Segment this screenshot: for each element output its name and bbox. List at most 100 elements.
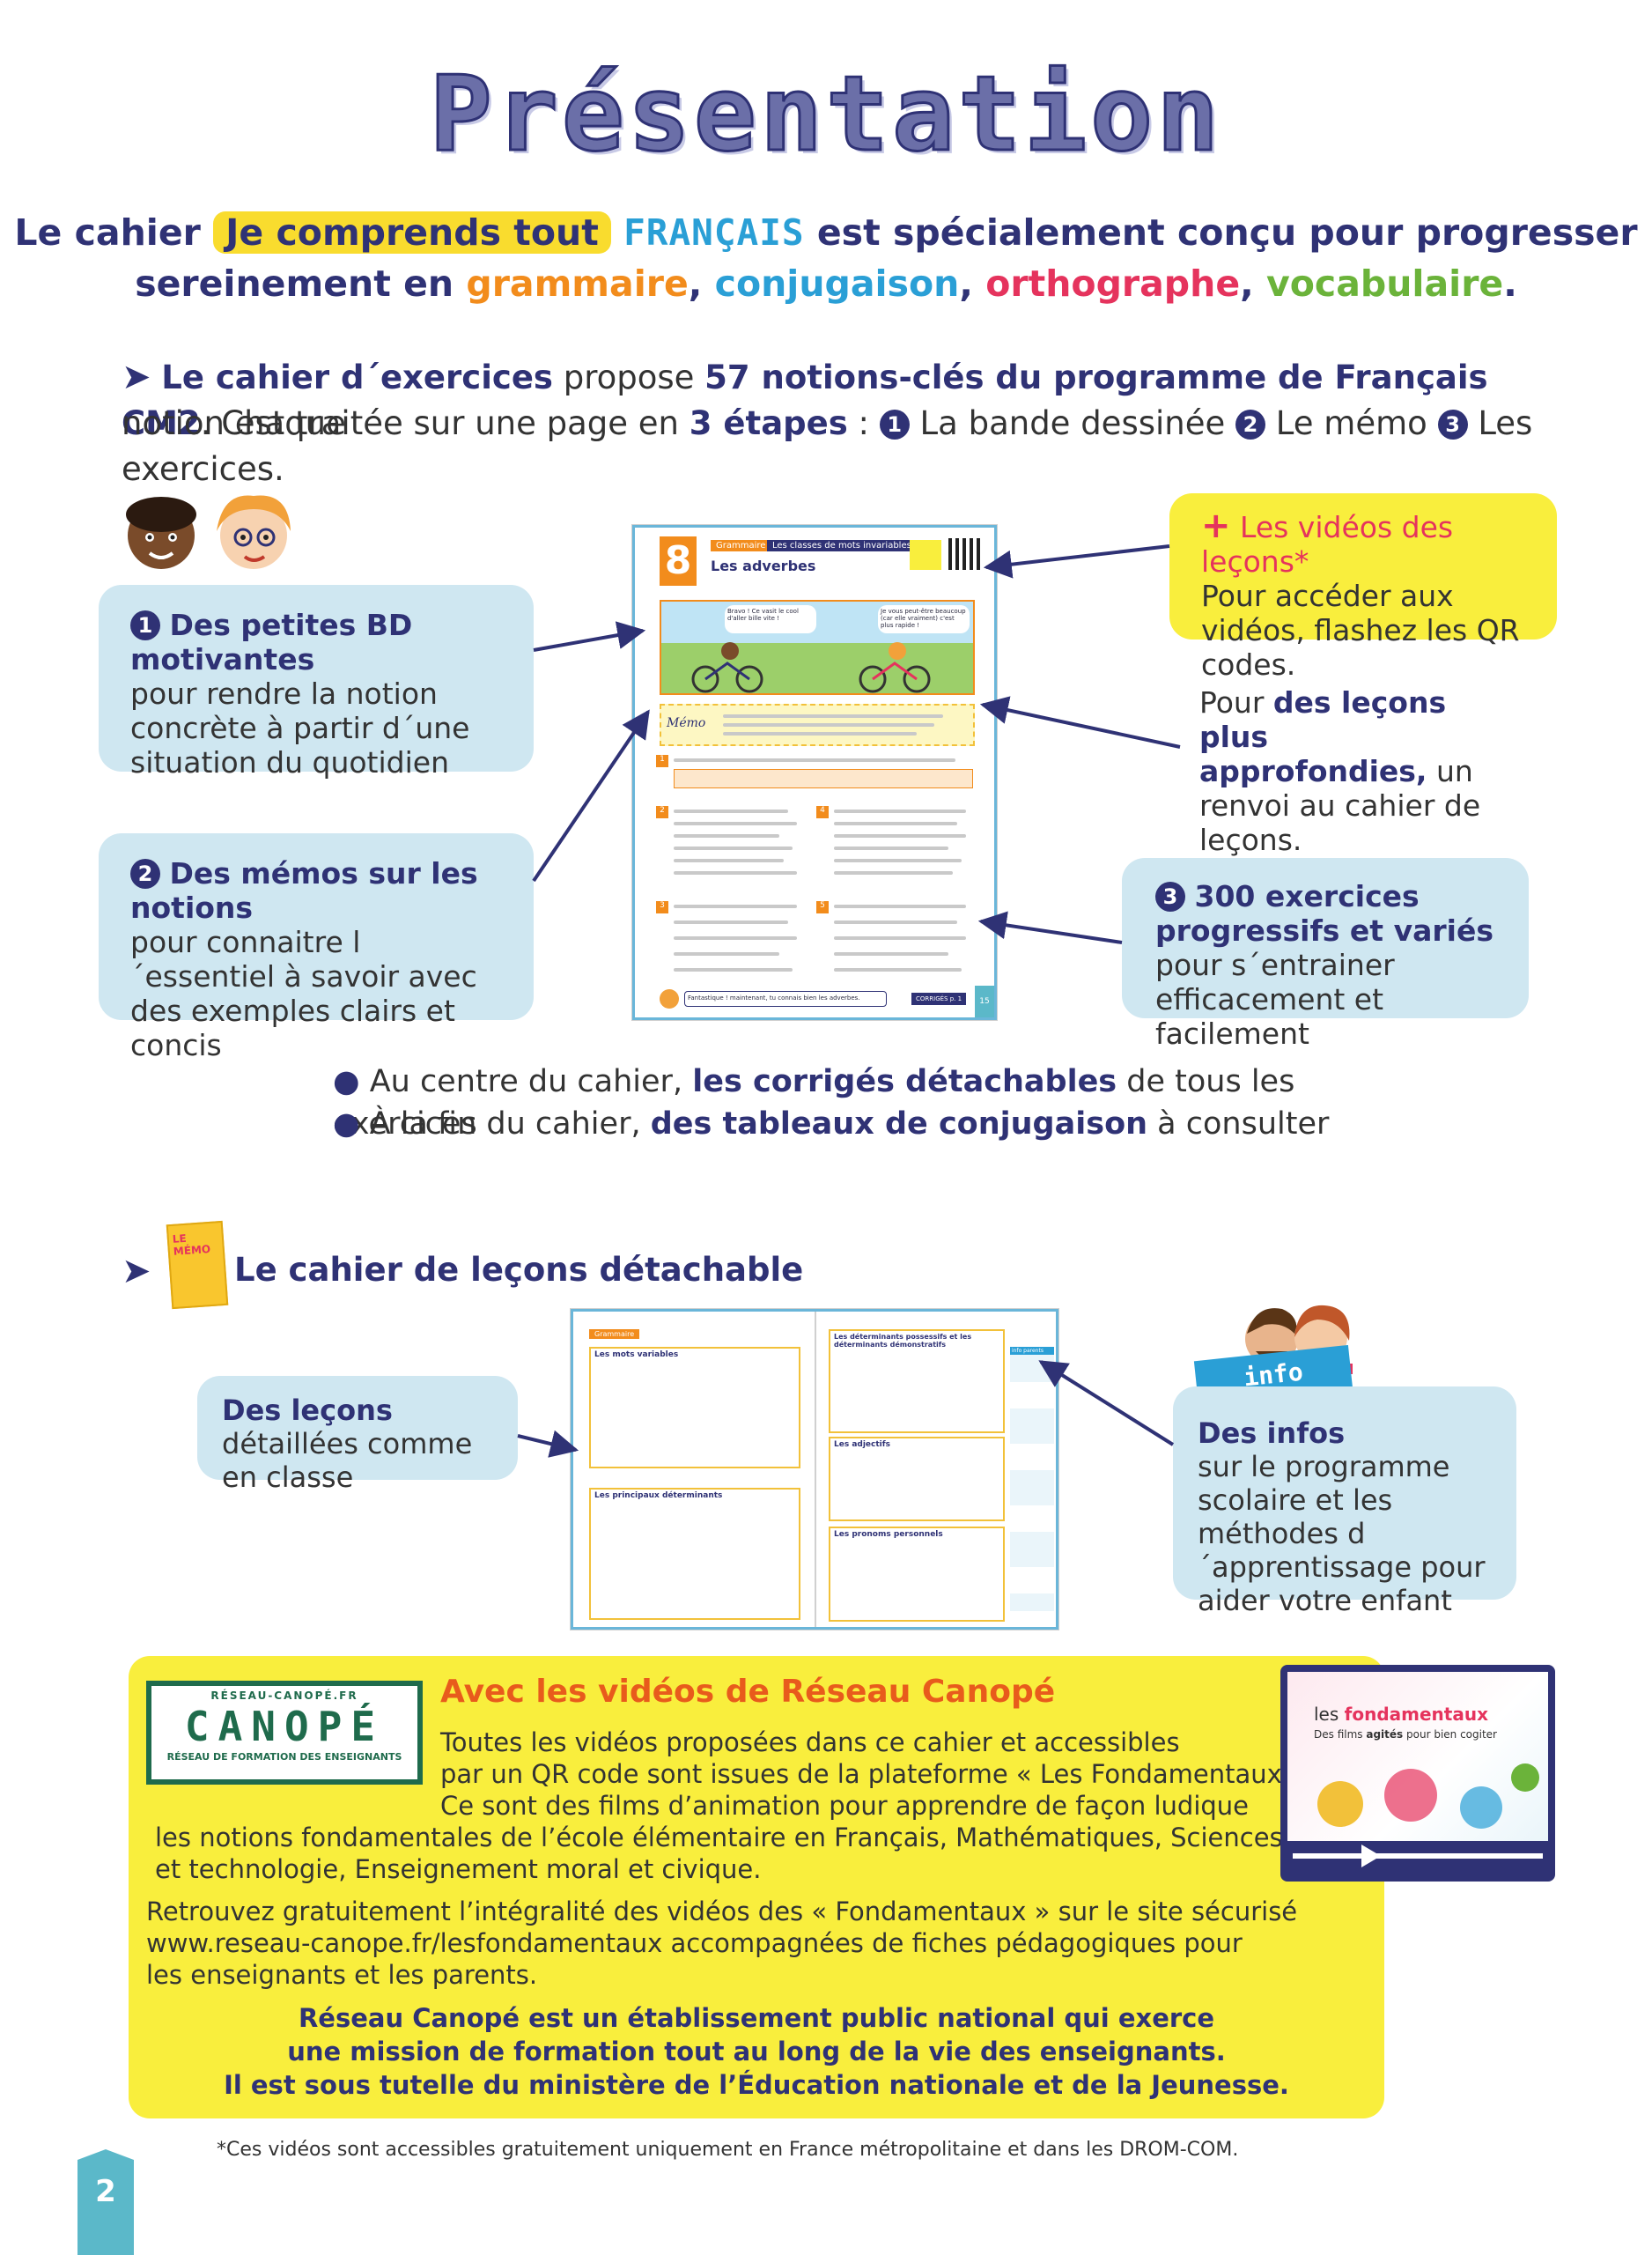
text: de tous les exercices — [333, 1064, 1295, 1142]
step-number-badge: 2 — [1235, 410, 1266, 440]
exercise-number: 4 — [816, 806, 829, 818]
bullet-corriges: ● Au centre du cahier, les corrigés déta… — [333, 1061, 1390, 1145]
statement-line: une mission de formation tout au long de… — [287, 2037, 1226, 2066]
bold-text: les corrigés détachables — [692, 1064, 1117, 1099]
bold-text: 3 étapes — [689, 404, 848, 442]
keyword-orthographe: orthographe — [985, 262, 1241, 305]
bold-text: 57 notions-clés du programme de Français… — [122, 359, 1488, 442]
step-label: Le mémo — [1275, 404, 1427, 442]
callout-bd: 1 Des petites BD motivantes pour rendre … — [99, 585, 534, 780]
bold-text: des tableaux de conjugaison — [650, 1106, 1148, 1142]
text: Pour — [1199, 685, 1265, 720]
canope-statement: Réseau Canopé est un établissement publi… — [129, 2001, 1384, 2102]
lesson-number: 8 — [660, 536, 697, 586]
lesson-box: Les pronoms personnels — [829, 1527, 1005, 1622]
callout-info-parents: Des infos sur le programme scolaire et l… — [1173, 1386, 1516, 1617]
page-title: Présentation — [428, 52, 1223, 176]
lesson-heading: Les pronoms personnels — [834, 1530, 943, 1539]
callout-videos: + Les vidéos des leçons* Pour accéder au… — [1169, 493, 1557, 682]
canope-p1-line4: les notions fondamentales de l’école élé… — [155, 1822, 1283, 1852]
video-thumbnail: les fondamentaux Des films agités pour b… — [1287, 1672, 1548, 1841]
kids-illustration — [126, 495, 291, 569]
lesson-box: Les mots variables — [589, 1347, 800, 1468]
exercise-table — [674, 769, 973, 788]
bold-text: agités — [1366, 1728, 1404, 1741]
callout-text: pour rendre la notion concrète à partir … — [130, 676, 470, 780]
text: Des films — [1314, 1728, 1363, 1741]
bold-text: des leçons plus approfondies, — [1199, 685, 1447, 788]
keyword-grammaire: grammaire — [466, 262, 689, 305]
exercise-number: 2 — [656, 806, 668, 818]
intro-line-1: Le cahier Je comprends tout FRANÇAIS est… — [0, 211, 1652, 254]
keyword-conjugaison: conjugaison — [714, 262, 960, 305]
canope-p2-line2: www.reseau-canope.fr/lesfondamentaux acc… — [146, 1928, 1243, 1958]
logo-top-text: RÉSEAU-CANOPÉ.FR — [210, 1689, 358, 1702]
canope-p1-line3: Ce sont des films d’animation pour appre… — [440, 1791, 1250, 1821]
canope-logo: RÉSEAU-CANOPÉ.FR CANOPÉ RÉSEAU DE FORMAT… — [146, 1681, 423, 1785]
qr-code-icon — [948, 538, 980, 570]
lesson-heading: Les principaux déterminants — [594, 1491, 723, 1500]
logo-main-text: CANOPÉ — [184, 1703, 385, 1750]
canope-heading: Avec les vidéos de Réseau Canopé — [440, 1674, 1056, 1710]
arrow-bullet-icon: ➤ — [122, 357, 151, 397]
callout-text: détaillées comme en classe — [222, 1427, 473, 1494]
lesson-heading: Les adjectifs — [834, 1440, 891, 1449]
text: : — [858, 404, 869, 442]
play-icon[interactable] — [1361, 1845, 1381, 1867]
step-number-badge: 2 — [130, 859, 160, 889]
logo-sub-text: RÉSEAU DE FORMATION DES ENSEIGNANTS — [166, 1751, 402, 1763]
memo-box: Mémo — [660, 704, 975, 746]
text: à consulter — [1157, 1106, 1330, 1142]
plus-icon: + — [1201, 506, 1231, 546]
lesson-box: Les déterminants possessifs et les déter… — [829, 1329, 1005, 1433]
video-progress-bar[interactable] — [1293, 1853, 1543, 1859]
exercise-number: 3 — [656, 901, 668, 913]
step-number-badge: 3 — [1155, 882, 1185, 912]
text: notion est traitée sur une page en — [122, 404, 680, 442]
speech-bubble: Je vous peut-être beaucoup (car elle vra… — [878, 605, 970, 633]
bold-text: fondamentaux — [1344, 1704, 1488, 1725]
page-number: 2 — [95, 2174, 116, 2209]
page-preview: 8 Grammaire Les classes de mots invariab… — [632, 525, 997, 1020]
video-tag-icon — [910, 540, 941, 570]
lessons-note: Pour des leçons plus approfondies, un re… — [1199, 685, 1490, 857]
callout-memo: 2 Des mémos sur les notions pour connait… — [99, 833, 534, 1062]
callout-detailed-lessons: Des leçons détaillées comme en classe — [197, 1376, 518, 1494]
exercise-number: 5 — [816, 901, 829, 913]
intro-text: est spécialement conçu pour progresser — [816, 211, 1638, 254]
separator: , — [959, 262, 973, 305]
lessons-arrows — [517, 1360, 1175, 1458]
category-tag: Grammaire — [711, 540, 771, 551]
memo-label: Mémo — [667, 716, 706, 730]
separator: , — [688, 262, 703, 305]
bullet-dot-icon: ● — [333, 1064, 360, 1099]
page-number-tab: 2 — [77, 2149, 134, 2255]
text: À la fin du cahier, — [369, 1106, 641, 1142]
statement-line: Il est sous tutelle du ministère de l’Éd… — [224, 2070, 1289, 2100]
callout-lead: Des infos — [1198, 1416, 1346, 1450]
callout-exercises: 3 300 exercices progressifs et variés po… — [1122, 858, 1529, 1051]
lesson-heading: Les déterminants possessifs et les déter… — [834, 1333, 972, 1349]
text: les — [1314, 1704, 1339, 1725]
video-player[interactable]: les fondamentaux Des films agités pour b… — [1280, 1665, 1555, 1882]
corriges-tag: CORRIGÉS p. 1 — [911, 993, 967, 1005]
step-number-badge: 1 — [879, 410, 910, 440]
text: propose — [563, 359, 695, 396]
exercise-number: 1 — [656, 755, 668, 767]
canope-p1-line5: et technologie, Enseignement moral et ci… — [155, 1854, 762, 1884]
subcategory-tag: Les classes de mots invariables — [767, 540, 917, 551]
callout-lead: Les vidéos des leçons* — [1201, 510, 1454, 579]
bicycle-illustration — [691, 642, 931, 693]
lesson-heading: Les mots variables — [594, 1350, 679, 1359]
bullet-dot-icon: ● — [333, 1106, 360, 1142]
statement-line: Réseau Canopé est un établissement publi… — [298, 2003, 1215, 2033]
lessons-heading: Le cahier de leçons détachable — [234, 1251, 804, 1289]
step-label: Les exercices. — [122, 404, 1533, 488]
footer-note: Fantastique ! maintenant, tu connais bie… — [684, 991, 887, 1007]
exercises-paragraph-line2: notion est traitée sur une page en 3 éta… — [122, 401, 1548, 492]
callout-lead: Des leçons — [222, 1394, 393, 1427]
callout-text: pour connaitre l´essentiel à savoir avec… — [130, 925, 477, 1062]
text: . Chaque — [200, 404, 346, 442]
keyword-vocabulaire: vocabulaire — [1266, 262, 1504, 305]
callout-arrows — [532, 544, 1181, 944]
